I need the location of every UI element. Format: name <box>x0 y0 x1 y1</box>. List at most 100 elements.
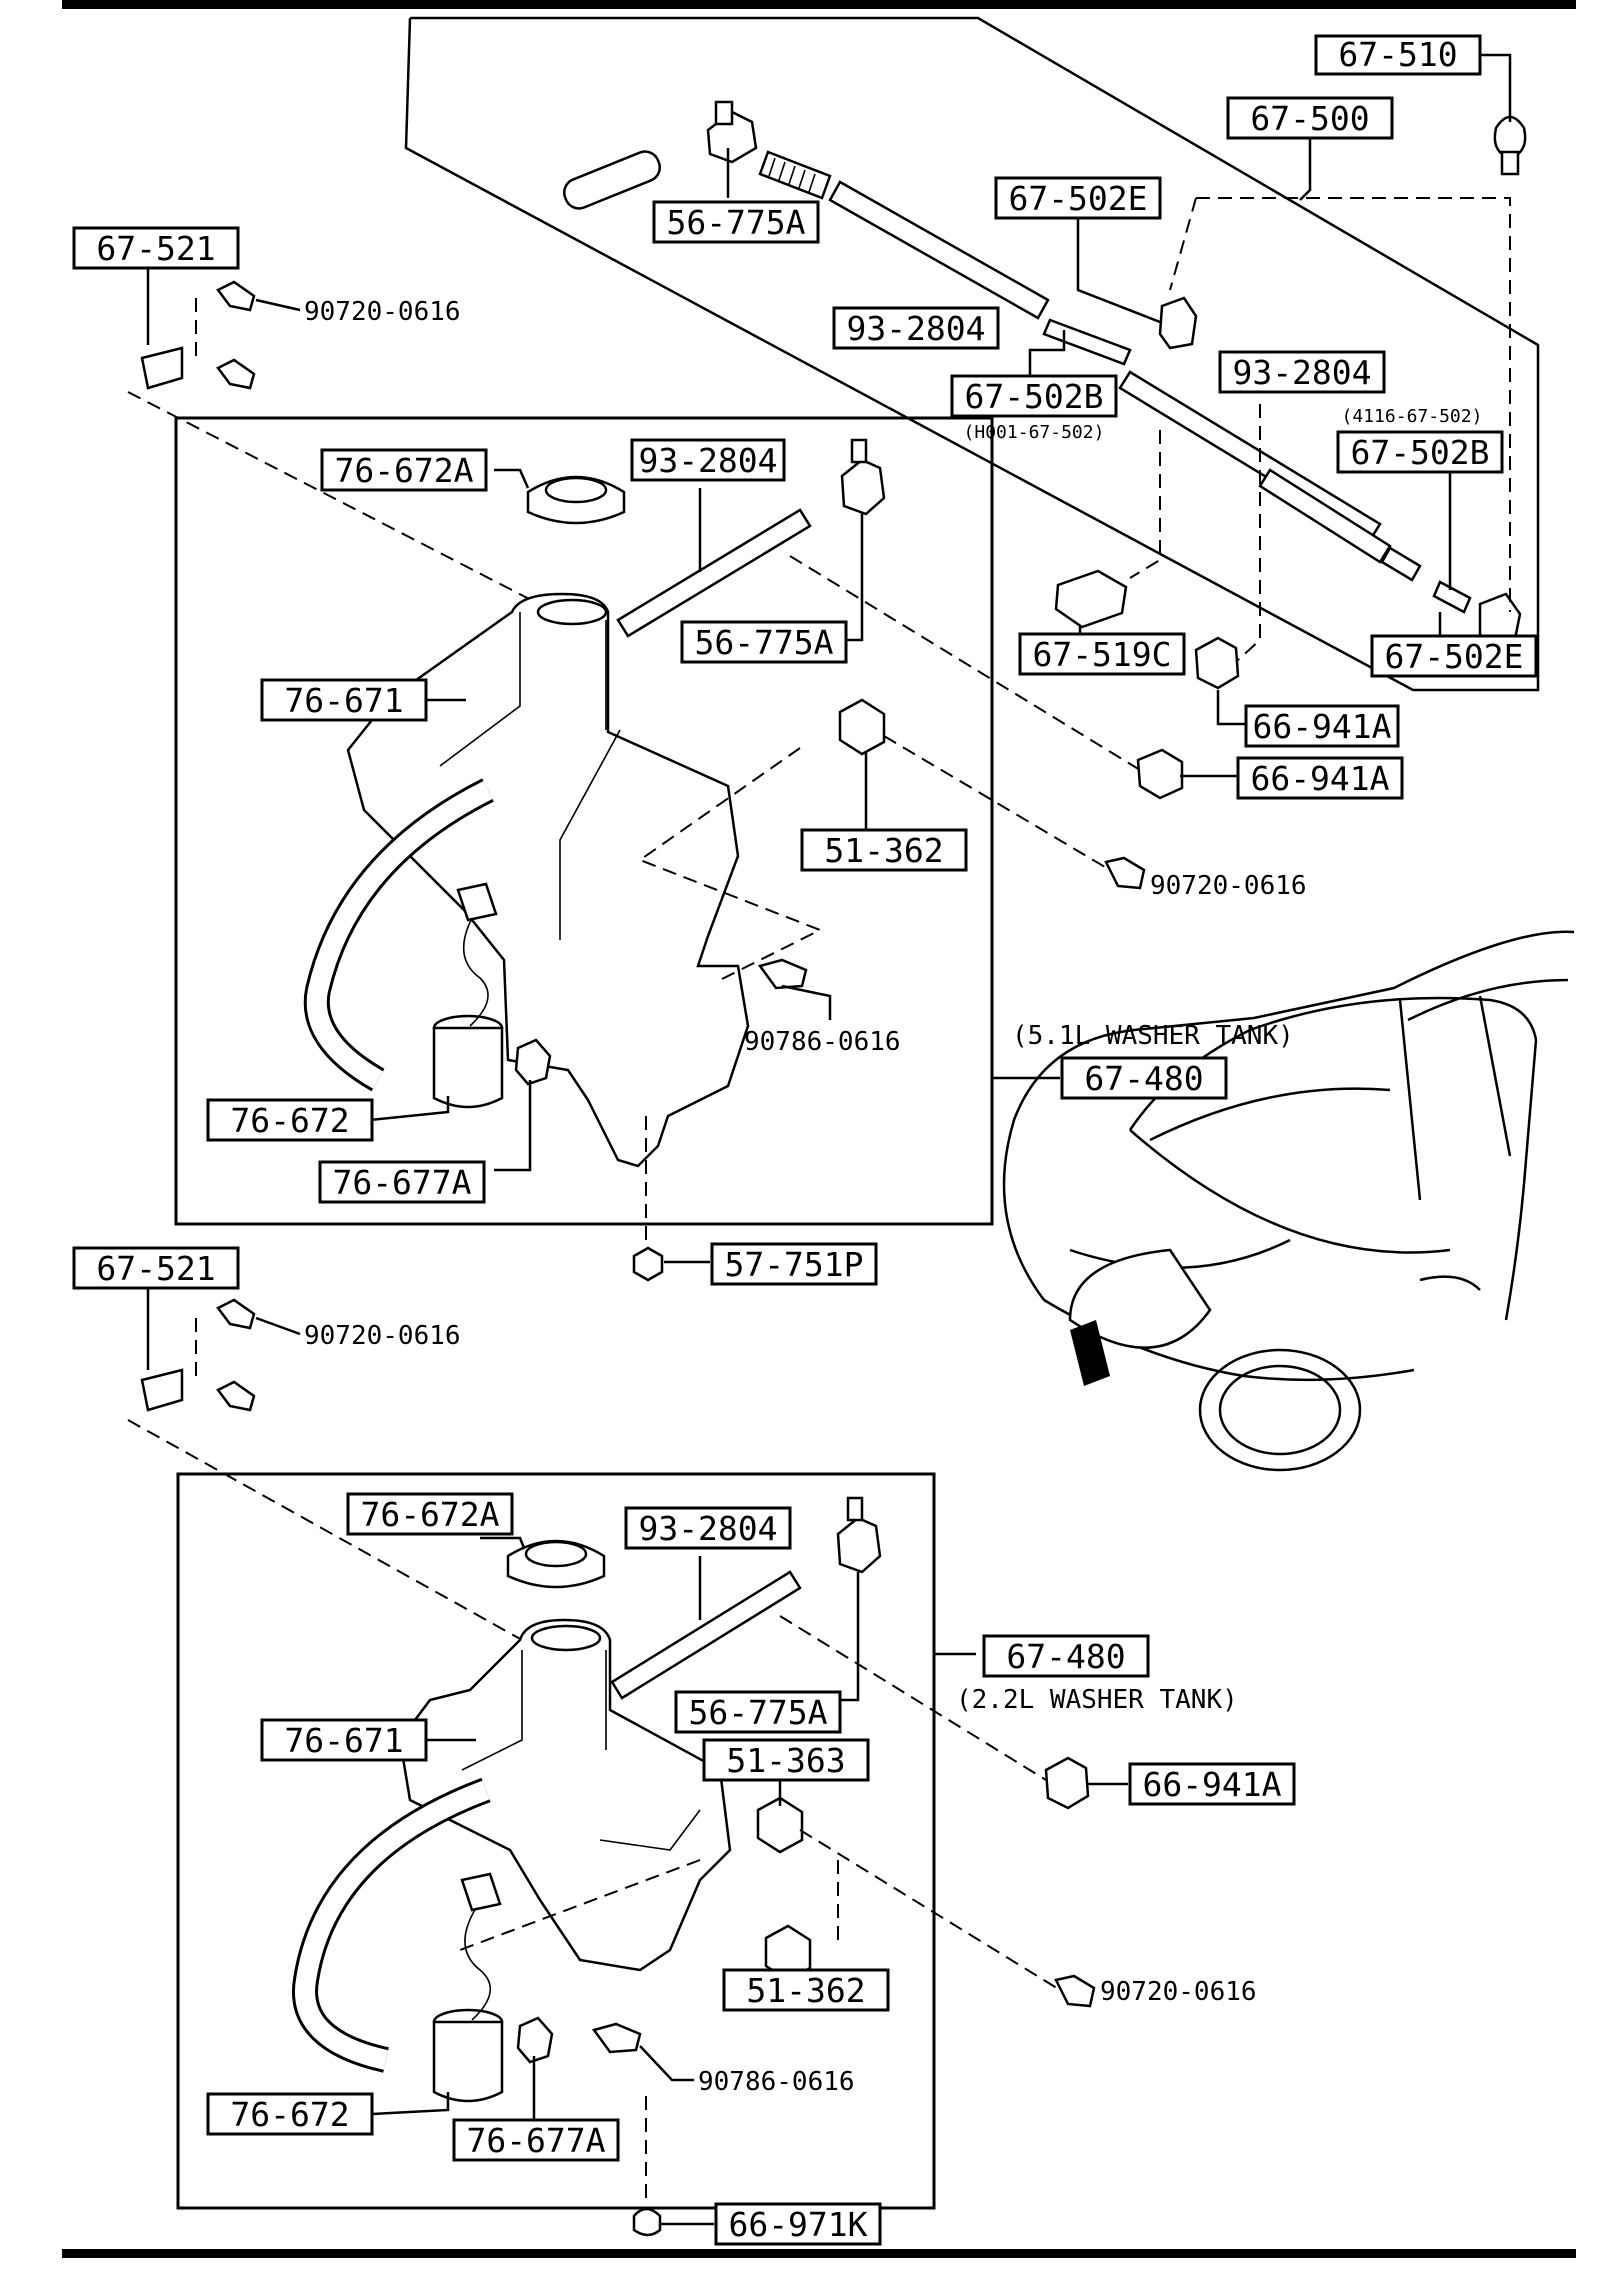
label-box <box>832 306 1000 350</box>
clip-66-941A-c-icon <box>1044 1756 1090 1810</box>
part-label-67-521-top: 67-521 <box>96 229 215 268</box>
part-label-76-672A-a: 76-672A <box>334 451 473 490</box>
tank-51-frame <box>174 416 994 1226</box>
bolt-90720-b-icon <box>1104 856 1146 890</box>
bolt-90720-a1-icon <box>216 280 256 312</box>
nozzle-67-510-icon <box>1493 115 1527 156</box>
part-label-56-775A-top: 56-775A <box>666 203 805 242</box>
part-label-76-677A-a: 76-677A <box>332 1163 471 1202</box>
bolt-90720-c1-icon <box>216 1298 256 1330</box>
label-box <box>1244 704 1400 748</box>
bolt-90786-a-icon <box>757 958 808 990</box>
hose-93-2804-c-icon <box>616 508 812 638</box>
bolt-90720-d-icon <box>1054 1974 1096 2008</box>
part-label-56-775A-b: 56-775A <box>688 1693 827 1732</box>
label-box <box>680 620 848 664</box>
bracket-67-521-a-icon <box>140 346 184 390</box>
connector-67-502B-a-icon <box>1042 318 1132 366</box>
part-label-67-502E-upper: 67-502E <box>1008 179 1147 218</box>
part-label-67-502B-a: 67-502B <box>964 377 1103 416</box>
clip-66-941A-a-icon <box>1194 636 1240 690</box>
part-label-90720-0616-c: 90720-0616 <box>304 1321 461 1351</box>
label-box <box>652 200 820 244</box>
part-label-67-510: 67-510 <box>1338 35 1457 74</box>
joint-top-stub <box>714 100 734 126</box>
plug-66-971K-icon <box>632 2207 662 2237</box>
label-box <box>800 828 968 872</box>
pump-76-672-a-icon <box>432 1026 504 1109</box>
part-label-93-2804-a: 93-2804 <box>846 309 985 348</box>
label-box <box>320 448 488 492</box>
part-label-90720-0616-d: 90720-0616 <box>1100 1977 1257 2007</box>
connector-67-502B-b-icon <box>1432 580 1472 614</box>
label-box <box>950 374 1118 418</box>
bottom-rule <box>62 2249 1576 2258</box>
part-label-93-2804-d: 93-2804 <box>638 1509 777 1548</box>
label-box <box>994 176 1162 220</box>
part-label-76-672-b: 76-672 <box>230 2095 349 2134</box>
label-box <box>624 1506 792 1550</box>
nozzle-67-510-stem <box>1500 150 1520 176</box>
part-label-67-480-a: 67-480 <box>1084 1059 1203 1098</box>
hose-corrugated <box>758 150 832 200</box>
label-box <box>1236 756 1404 800</box>
label-box <box>982 1634 1150 1678</box>
vehicle-illustration <box>1002 930 1575 1472</box>
elbow-67-502E-upper-icon <box>1158 296 1198 350</box>
label-box <box>206 1098 374 1142</box>
joint-56-775A-b-icon <box>836 1516 882 1574</box>
label-box <box>710 1242 878 1286</box>
label-box <box>72 226 240 270</box>
label-box <box>1060 1056 1228 1100</box>
bolt-90720-a2-icon <box>216 358 256 390</box>
part-label-67-500: 67-500 <box>1250 99 1369 138</box>
label-box <box>260 1718 428 1762</box>
label-box <box>1226 96 1394 140</box>
label-box <box>702 1738 870 1782</box>
part-label-51-362-a: 51-362 <box>824 831 943 870</box>
nozzle-subassembly-frame <box>404 16 1540 692</box>
joint-56-775A-a-icon <box>840 458 886 516</box>
bracket-51-362-a-icon <box>838 698 886 756</box>
label-box <box>630 438 786 482</box>
label-box <box>260 678 428 722</box>
tank-22-frame <box>176 1472 936 2210</box>
label-box <box>346 1492 514 1536</box>
bracket-67-521-b-icon <box>140 1368 184 1412</box>
label-box <box>72 1246 240 1290</box>
label-box <box>452 2118 620 2162</box>
label-box <box>1370 634 1538 678</box>
hose-93-2804-d-icon <box>610 1570 802 1700</box>
tank-76-671-a-icon <box>346 592 750 1168</box>
part-label-90786-0616-a: 90786-0616 <box>744 1027 901 1057</box>
part-label-76-677A-b: 76-677A <box>466 2121 605 2160</box>
bracket-51-363-icon <box>756 1796 804 1854</box>
part-label-93-2804-b: 93-2804 <box>1232 353 1371 392</box>
tank-51-caption: (5.1L WASHER TANK) <box>1012 1021 1294 1051</box>
part-note-h001: (H001-67-502) <box>964 422 1105 443</box>
part-label-76-671-a: 76-671 <box>284 681 403 720</box>
part-label-67-502B-b: 67-502B <box>1350 433 1489 472</box>
bolt-90720-c2-icon <box>216 1380 256 1412</box>
part-label-76-672-a: 76-672 <box>230 1101 349 1140</box>
part-label-76-671-b: 76-671 <box>284 1721 403 1760</box>
top-rule <box>62 0 1576 9</box>
label-box <box>1018 632 1186 676</box>
label-box <box>674 1690 842 1734</box>
part-label-66-941A-c: 66-941A <box>1142 1765 1281 1804</box>
part-label-67-480-b: 67-480 <box>1006 1637 1125 1676</box>
part-label-51-363: 51-363 <box>726 1741 845 1780</box>
part-label-66-971K: 66-971K <box>728 2205 867 2244</box>
label-box <box>1128 1762 1296 1806</box>
part-label-90720-0616-a: 90720-0616 <box>304 297 461 327</box>
part-label-56-775A-a: 56-775A <box>694 623 833 662</box>
label-box <box>1218 350 1386 394</box>
label-box <box>1336 430 1504 474</box>
clip-66-941A-b-icon <box>1136 748 1184 800</box>
part-label-67-521-b: 67-521 <box>96 1249 215 1288</box>
part-note-4116: (4116-67-502) <box>1342 406 1483 427</box>
label-box <box>1314 34 1482 76</box>
grommet-76-677A-b-icon <box>516 2016 554 2064</box>
part-label-76-672A-b: 76-672A <box>360 1495 499 1534</box>
